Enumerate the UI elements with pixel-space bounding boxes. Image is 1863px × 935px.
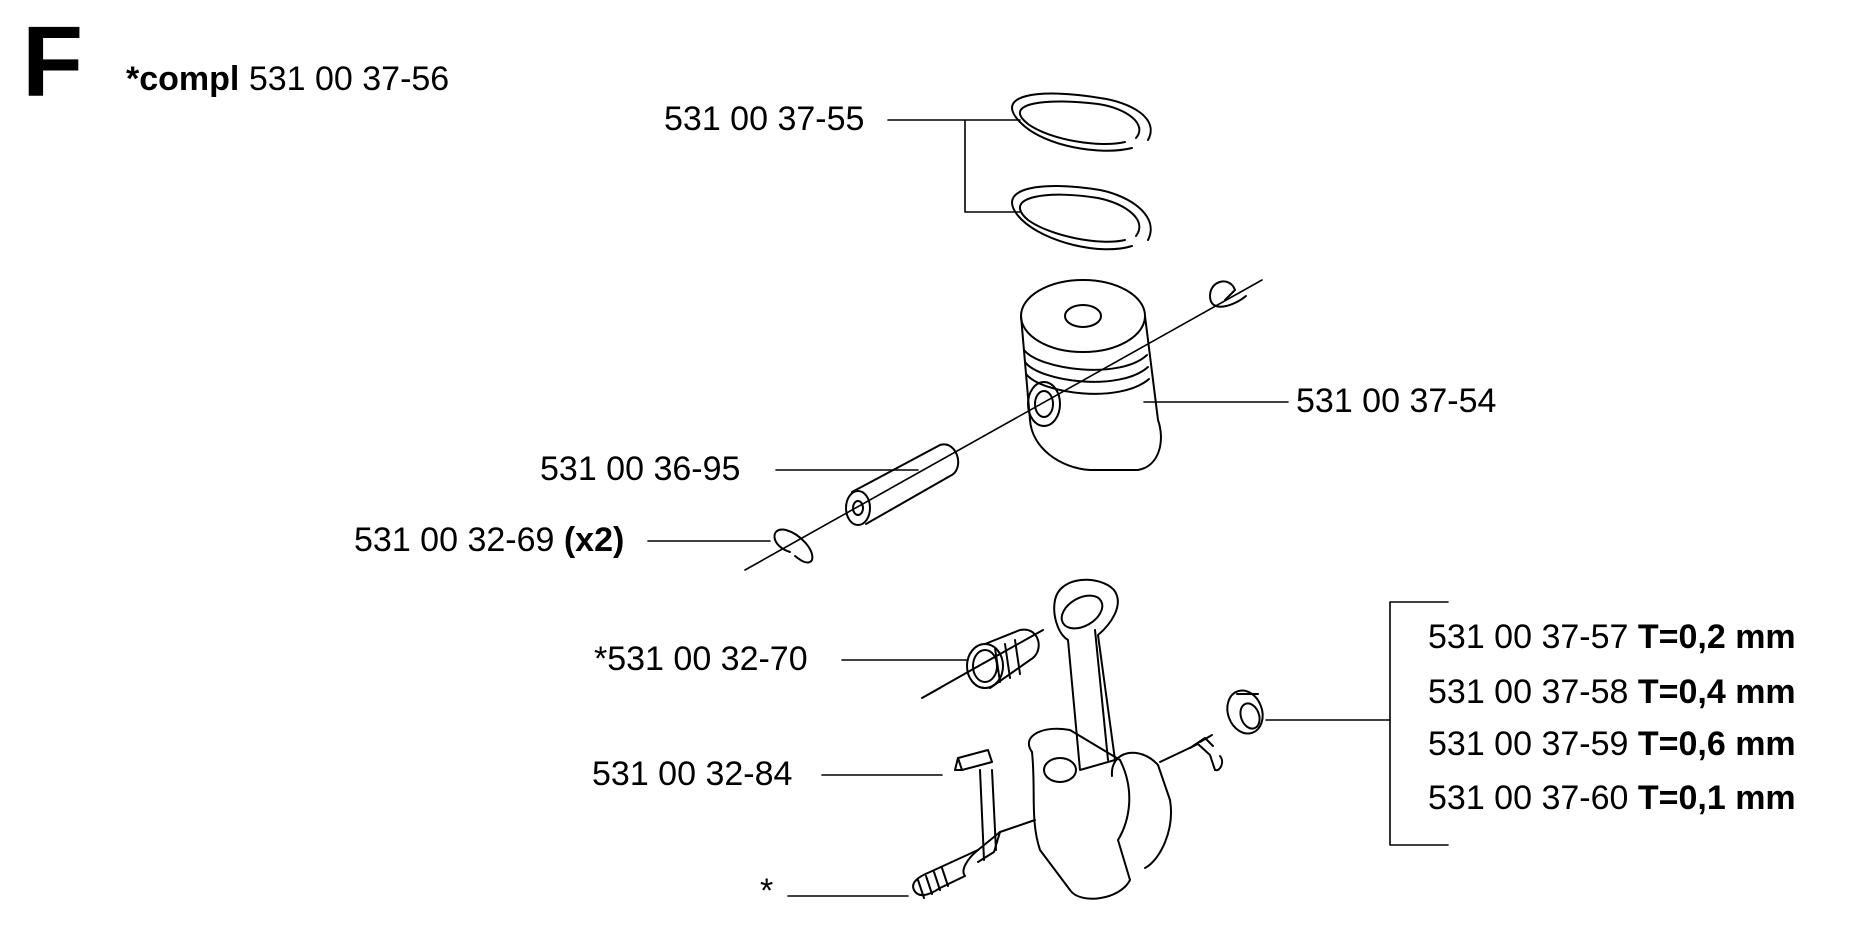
wrist-pin-axis-line [744, 279, 1263, 571]
section-letter: F [22, 6, 84, 118]
piston-rings-label: 531 00 37-55 [664, 100, 865, 138]
shim-1-thickness: T=0,2 mm [1637, 618, 1796, 656]
piston [1020, 279, 1162, 471]
shim-row-1: 531 00 37-57 T=0,2 mm [1428, 620, 1796, 654]
needle-bearing-label: *531 00 32-70 [594, 640, 808, 678]
crankshaft-marker: * [760, 872, 774, 910]
shim-2-thickness: T=0,4 mm [1637, 673, 1796, 711]
woodruff-key [957, 749, 993, 771]
circlip-qty: (x2) [563, 521, 625, 559]
crankshaft [912, 727, 1224, 900]
piston-ring-bottom [1011, 185, 1152, 251]
shim-1-number: 531 00 37-57 [1428, 618, 1629, 656]
piston-pin [845, 443, 960, 526]
piston-pin-label: 531 00 36-95 [540, 450, 741, 488]
shim-row-3: 531 00 37-59 T=0,6 mm [1428, 727, 1796, 761]
shim-bracket [1389, 601, 1449, 846]
circlip-number: 531 00 32-69 [354, 521, 555, 559]
shim-4-number: 531 00 37-60 [1428, 779, 1629, 817]
key-label: 531 00 32-84 [592, 755, 793, 793]
shim-washer [1226, 689, 1264, 735]
piston-label: 531 00 37-54 [1296, 382, 1497, 420]
kit-prefix: *compl [126, 60, 240, 98]
kit-number: 531 00 37-56 [248, 60, 450, 98]
kit-label: *compl 531 00 37-56 [126, 62, 449, 96]
piston-ring-top [1011, 92, 1152, 152]
circlip-label: 531 00 32-69 (x2) [354, 523, 624, 557]
shim-3-thickness: T=0,6 mm [1637, 725, 1796, 763]
circlip-upper [1209, 280, 1247, 308]
connecting-rod [1053, 578, 1119, 771]
leader-piston-rings [887, 119, 1021, 213]
leader-lines [647, 119, 1449, 897]
circlip-lower [773, 528, 814, 564]
piston-rings [1011, 92, 1152, 251]
shim-2-number: 531 00 37-58 [1428, 673, 1629, 711]
shim-row-2: 531 00 37-58 T=0,4 mm [1428, 675, 1796, 709]
shim-3-number: 531 00 37-59 [1428, 725, 1629, 763]
needle-bearing [921, 628, 1044, 699]
shim-row-4: 531 00 37-60 T=0,1 mm [1428, 781, 1796, 815]
shim-4-thickness: T=0,1 mm [1637, 779, 1796, 817]
